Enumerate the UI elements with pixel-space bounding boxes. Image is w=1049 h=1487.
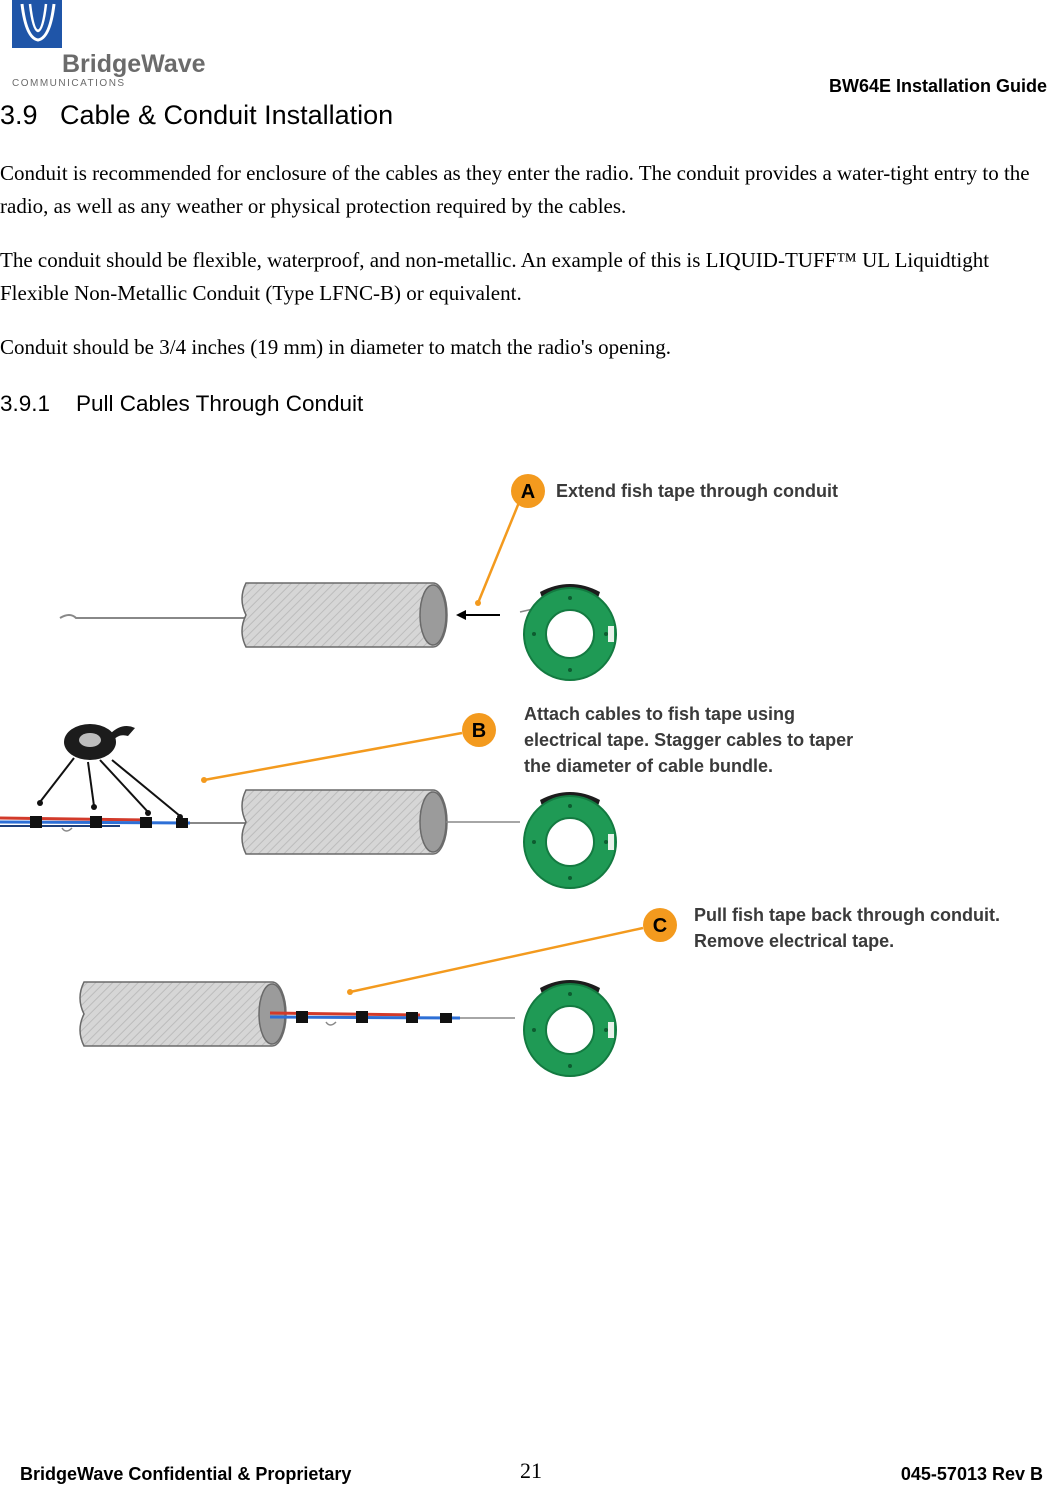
fish-tape-reel-a [523,583,617,681]
bridgewave-logo: BridgeWave COMMUNICATIONS [12,0,206,89]
step-c-label-line-1: Pull fish tape back through conduit. [694,905,1000,925]
logo-name: BridgeWave [62,50,206,78]
footer-confidential: BridgeWave Confidential & Proprietary [20,1464,352,1484]
step-a-illustration: A Extend fish tape through conduit [59,474,838,681]
step-b-letter: B [472,720,486,742]
conduit-c [79,981,287,1047]
paragraph-conduit-diameter: Conduit should be 3/4 inches (19 mm) in … [0,335,671,359]
subsection-title: Pull Cables Through Conduit [76,391,364,416]
step-a-badge [511,474,545,508]
step-b-label-line-2: electrical tape. Stagger cables to taper [524,730,853,750]
subsection-number: 3.9.1 [0,391,51,416]
fish-tape-reel-c [523,979,617,1077]
step-b-label-line-1: Attach cables to fish tape using [524,704,795,724]
step-a-letter: A [521,481,535,503]
step-a-label: Extend fish tape through conduit [556,481,838,501]
step-c-illustration: C Pull fish tape back through conduit. R… [79,905,1000,1077]
step-c-label-line-2: Remove electrical tape. [694,931,894,951]
section-number: 3.9 [0,100,38,130]
subsection-heading: 3.9.1 Pull Cables Through Conduit [0,391,363,417]
fish-tape-reel-b [523,791,617,889]
section-heading: 3.9 Cable & Conduit Installation [0,100,393,131]
arrow-icon [456,610,466,620]
document-revision: 045-57013 Rev B [900,1464,1043,1484]
step-c-letter: C [653,915,667,937]
paragraph-conduit-recommended: Conduit is recommended for enclosure of … [0,161,1030,218]
paragraph-conduit-type: The conduit should be flexible, waterpro… [0,248,990,305]
logo-subtitle: COMMUNICATIONS [12,78,126,89]
step-b-label-line-3: the diameter of cable bundle. [524,756,773,776]
document-title: BW64E Installation Guide [828,76,1047,96]
step-b-badge [462,713,496,747]
conduit-b [241,789,448,855]
step-c-badge [643,908,677,942]
step-b-illustration: B Attach cables to fish tape using elect… [0,704,853,889]
page-number: 21 [520,1458,542,1483]
section-title: Cable & Conduit Installation [60,100,394,130]
conduit-a [241,582,448,648]
cable-pull-diagram: A Extend fish tape through conduit [0,474,1000,1077]
